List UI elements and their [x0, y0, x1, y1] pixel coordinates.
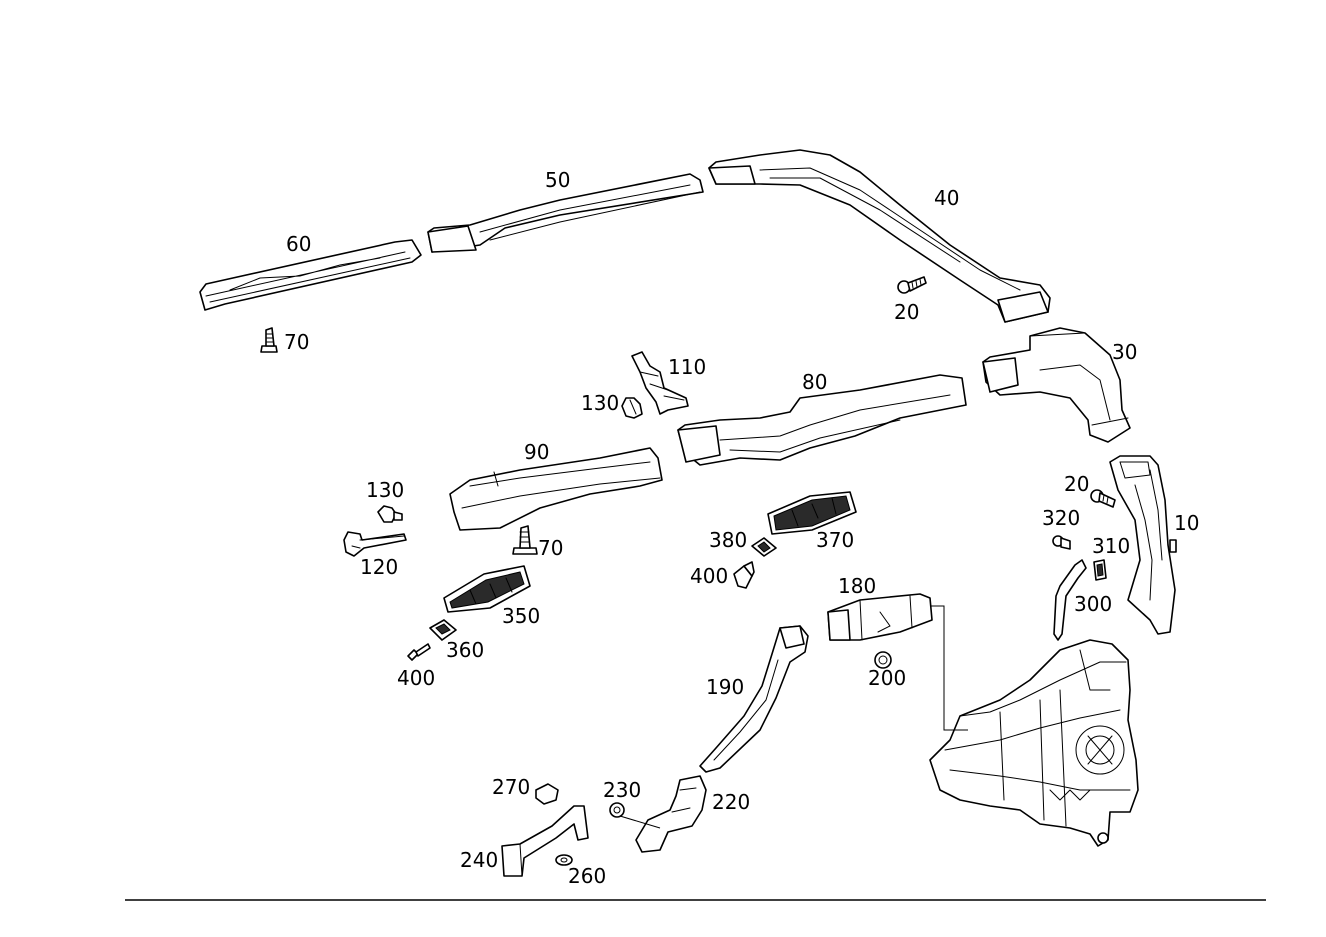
label-260: 260	[568, 864, 606, 888]
label-270: 270	[492, 775, 530, 799]
label-50: 50	[545, 168, 570, 192]
label-30: 30	[1112, 340, 1137, 364]
part-40-duct	[708, 149, 1051, 323]
part-230-clip	[609, 802, 625, 818]
leader-lines	[619, 605, 968, 829]
part-70-screw-upper	[260, 327, 278, 353]
label-70-upper: 70	[284, 330, 309, 354]
callout-labels: 10 20 20 30 40 50 60 70 70 80 90 110 120…	[284, 168, 1199, 888]
label-70-center: 70	[538, 536, 563, 560]
part-260-washer	[555, 854, 573, 866]
label-80: 80	[802, 370, 827, 394]
label-230: 230	[603, 778, 641, 802]
part-360-module	[429, 619, 457, 641]
part-350-control-unit	[443, 565, 531, 613]
label-310: 310	[1092, 534, 1130, 558]
part-20-screw-right	[1090, 489, 1116, 508]
part-400-screw-right	[733, 561, 755, 589]
label-400-right: 400	[690, 564, 728, 588]
part-30-duct	[982, 327, 1131, 443]
label-200: 200	[868, 666, 906, 690]
label-240: 240	[460, 848, 498, 872]
part-120-bracket	[343, 531, 407, 557]
part-190-duct	[699, 625, 809, 773]
label-40: 40	[934, 186, 959, 210]
part-270-nut	[535, 783, 559, 805]
part-70-screw-center	[512, 525, 538, 555]
label-20-upper: 20	[894, 300, 919, 324]
part-400-screw-left	[407, 643, 431, 661]
part-60-duct	[199, 239, 422, 311]
label-90: 90	[524, 440, 549, 464]
label-130-left: 130	[366, 478, 404, 502]
part-380-module	[751, 537, 777, 557]
label-20-right: 20	[1064, 472, 1089, 496]
label-60: 60	[286, 232, 311, 256]
hvac-housing-assembly	[929, 639, 1139, 847]
part-10-duct	[1109, 455, 1177, 635]
part-130-clip-left	[377, 505, 403, 523]
label-360: 360	[446, 638, 484, 662]
part-20-screw-upper	[897, 276, 927, 294]
part-110-bracket	[631, 351, 689, 415]
label-180: 180	[838, 574, 876, 598]
label-10: 10	[1174, 511, 1199, 535]
label-300: 300	[1074, 592, 1112, 616]
part-80-duct	[677, 374, 967, 466]
part-180-duct	[827, 593, 933, 641]
label-190: 190	[706, 675, 744, 699]
part-90-duct	[449, 447, 663, 531]
part-310-clip	[1093, 559, 1107, 581]
label-110: 110	[668, 355, 706, 379]
label-320: 320	[1042, 506, 1080, 530]
label-130-upper: 130	[581, 391, 619, 415]
part-220-duct	[635, 775, 707, 853]
label-120: 120	[360, 555, 398, 579]
label-380: 380	[709, 528, 747, 552]
label-400-left: 400	[397, 666, 435, 690]
part-130-clip-upper	[621, 397, 643, 419]
part-370-control-unit	[767, 491, 857, 535]
label-370: 370	[816, 528, 854, 552]
part-200-nut	[874, 651, 892, 669]
part-240-bracket	[501, 805, 589, 877]
part-320-clip	[1052, 535, 1071, 550]
part-300-bracket	[1053, 559, 1087, 641]
part-50-duct	[427, 173, 704, 253]
label-220: 220	[712, 790, 750, 814]
label-350: 350	[502, 604, 540, 628]
